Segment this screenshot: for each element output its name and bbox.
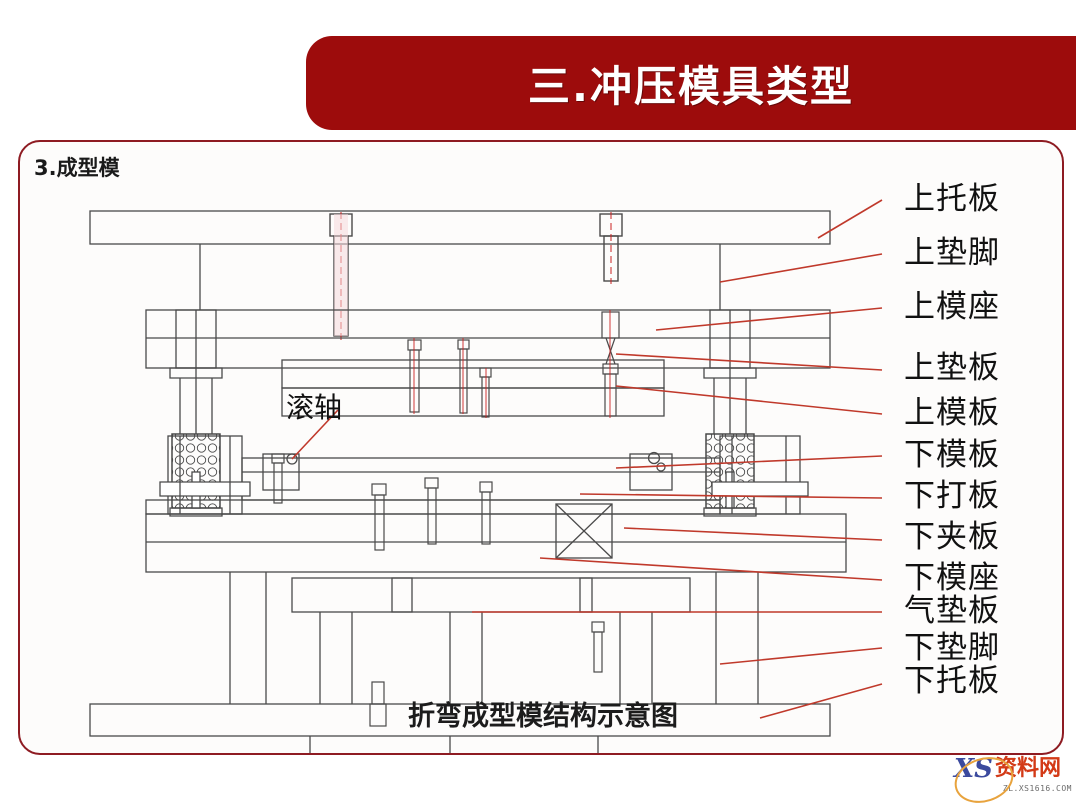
diagram-caption: 折弯成型模结构示意图 — [408, 701, 678, 732]
watermark: XS 资料网 ZL.XS1616.COM — [948, 749, 1072, 810]
watermark-site-name: 资料网 — [994, 756, 1061, 781]
content-panel: 3.成型模 — [18, 140, 1064, 755]
title-banner: 三.冲压模具类型 — [306, 36, 1076, 130]
watermark-xs-logo: XS — [954, 754, 993, 784]
section-subtitle: 3.成型模 — [34, 156, 120, 180]
die-structure-drawing — [89, 199, 883, 753]
page-title: 三.冲压模具类型 — [528, 61, 854, 111]
watermark-url: ZL.XS1616.COM — [1002, 784, 1072, 793]
